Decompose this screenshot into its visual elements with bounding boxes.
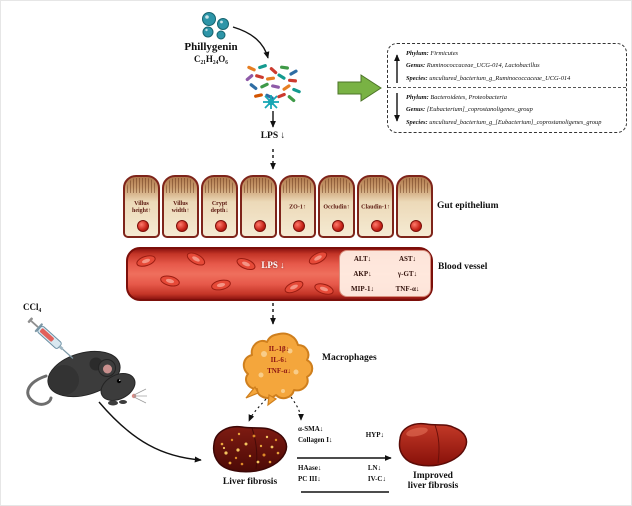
gut-cell-label: Crypt depth↓: [210, 200, 229, 214]
phylum-line: Phylum: Firmicutes: [406, 48, 620, 60]
species-line: Species: uncultured_bacterium_g_Ruminoco…: [406, 73, 620, 85]
species-line: Species: uncultured_bacterium_g_[Eubacte…: [406, 117, 620, 129]
phylum-line: Phylum: Bacteroidetes, Proteobacteria: [406, 92, 620, 104]
phillygenin-molecule-icon: [202, 12, 229, 40]
microbiota-decreased-section: Phylum: Bacteroidetes, Proteobacteria Ge…: [388, 88, 626, 132]
gut-cell: ZO-1↑: [279, 175, 316, 238]
gut-cell: [396, 175, 433, 238]
compound-name: Phillygenin: [184, 41, 238, 53]
compound-formula: C₂₁H₂₄O₆: [194, 54, 228, 64]
green-arrow-icon: [337, 74, 382, 102]
species-label: Species:: [406, 74, 428, 82]
serum-marker: γ-GT↓: [397, 269, 418, 278]
genus-value: Ruminococcaceae_UCG-014, Lactobacillus: [426, 62, 540, 70]
gut-epithelium-title: Gut epithelium: [437, 201, 499, 211]
species-label: Species:: [406, 118, 428, 126]
fibrosis-speckles-icon: [220, 432, 280, 466]
blood-vessel-title: Blood vessel: [438, 262, 488, 272]
gut-bacteria-cluster-icon: [245, 64, 301, 109]
cytokines-list: IL-1β↓ IL-6↓ TNF-α↓: [252, 344, 306, 378]
phylum-label: Phylum:: [406, 50, 429, 57]
serum-marker: ALT↓: [353, 254, 372, 263]
fibrosis-marker: LN↓: [367, 464, 382, 472]
liver-fibrosis-label: Liver fibrosis: [222, 477, 278, 487]
genus-line: Genus: Ruminococcaceae_UCG-014, Lactobac…: [406, 60, 620, 72]
improved-liver-label: Improved liver fibrosis: [391, 471, 475, 491]
improved-liver-icon: [398, 422, 468, 467]
serum-marker: TNF-α↓: [395, 284, 420, 293]
serum-marker: MIP-1↓: [351, 284, 374, 293]
fibrosis-markers-lower: HAase↓ PC III↓ LN↓ IV-C↓: [298, 463, 392, 485]
ccl4-label: CCl₄: [23, 302, 42, 312]
gut-cell: [240, 175, 277, 238]
gut-cell-label: Villus width↑: [171, 200, 190, 214]
gut-cell: Crypt depth↓: [201, 175, 238, 238]
gut-cell: Occludin↑: [318, 175, 355, 238]
gut-cell-label: ZO-1↑: [289, 204, 306, 211]
lps-upper-label: LPS ↓: [260, 131, 286, 141]
fibrosis-markers-upper: α-SMA↓ Collagen I↓ HYP↓: [298, 424, 392, 446]
fibrosis-marker: PC III↓: [298, 475, 321, 484]
species-value: uncultured_bacterium_g_[Eubacterium]_cop…: [429, 118, 602, 126]
gut-cell: Villus width↑: [162, 175, 199, 238]
cytokine: TNF-α↓: [267, 367, 291, 376]
phylum-value: Bacteroidetes, Proteobacteria: [430, 94, 507, 101]
species-value: uncultured_bacterium_g_Ruminococcaceae_U…: [429, 74, 571, 82]
improved-liver-label-line2: liver fibrosis: [407, 481, 459, 491]
serum-marker: AST↓: [398, 254, 417, 263]
fibrotic-liver-icon: [212, 425, 288, 473]
syringe-icon: [27, 317, 74, 359]
serum-markers-panel: ALT↓ AST↓ AKP↓ γ-GT↓ MIP-1↓ TNF-α↓: [339, 250, 431, 297]
microbiota-increased-section: Phylum: Firmicutes Genus: Ruminococcacea…: [388, 44, 626, 88]
fibrosis-marker: Collagen I↓: [298, 436, 333, 445]
fibrosis-marker: α-SMA↓: [298, 425, 324, 433]
red-blood-cells-icon: [136, 251, 334, 295]
fibrosis-marker: HAase↓: [298, 464, 322, 472]
genus-value: [Eubacterium]_coprostanoligenes_group: [426, 106, 533, 114]
genus-label: Genus:: [406, 62, 426, 70]
fibrosis-marker: HYP↓: [365, 430, 384, 439]
mouse-icon: [26, 317, 147, 406]
mouse-whiskers: [133, 388, 147, 404]
serum-marker: AKP↓: [353, 269, 372, 278]
phylum-label: Phylum:: [406, 94, 429, 101]
gut-cell-label: Villus height↑: [131, 200, 151, 214]
cytokine: IL-6↓: [270, 356, 288, 365]
cytokine: IL-1β↓: [268, 345, 290, 353]
genus-label: Genus:: [406, 106, 426, 114]
gut-cell: Villus height↑: [123, 175, 160, 238]
macrophage-icon: [242, 332, 314, 407]
mouse-tail: [26, 374, 53, 406]
improved-liver-label-line1: Improved: [413, 471, 453, 481]
phylum-value: Firmicutes: [430, 50, 459, 57]
lps-vessel-label: LPS ↓: [261, 260, 285, 270]
gut-cell-label: Occludin↑: [323, 204, 350, 211]
genus-line: Genus: [Eubacterium]_coprostanoligenes_g…: [406, 104, 620, 116]
fibrosis-marker: IV-C↓: [367, 475, 386, 484]
microbiota-panel: Phylum: Firmicutes Genus: Ruminococcacea…: [387, 43, 627, 133]
gut-cell-label: Claudin-1↑: [361, 204, 390, 211]
gut-cell: Claudin-1↑: [357, 175, 394, 238]
macrophages-title: Macrophages: [322, 353, 377, 363]
gut-epithelium: Villus height↑ Villus width↑ Crypt depth…: [123, 175, 433, 238]
